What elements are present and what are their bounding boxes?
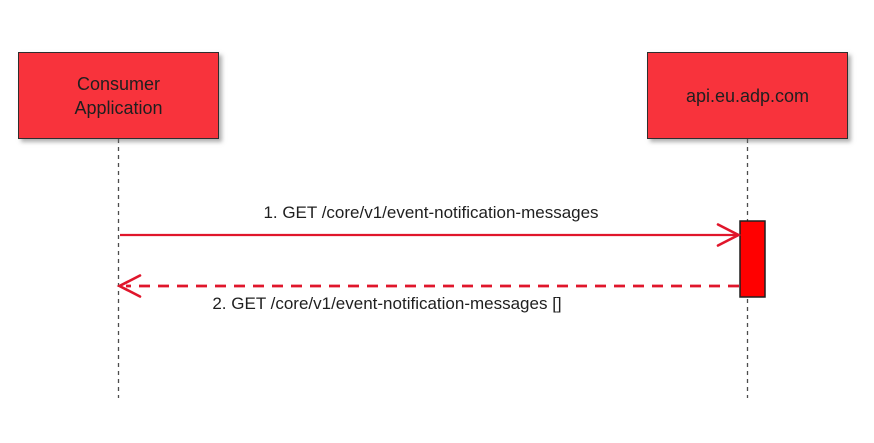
participant-consumer-application: Consumer Application <box>18 52 219 139</box>
message-1-label: 1. GET /core/v1/event-notification-messa… <box>263 203 599 222</box>
message-1-arrowhead-icon <box>716 223 742 247</box>
participant-label-line: Application <box>74 97 163 118</box>
message-2-arrowhead-icon <box>116 274 142 298</box>
participant-label-line: api.eu.adp.com <box>685 85 810 106</box>
participant-label-line: Consumer <box>76 73 161 94</box>
activation-bar <box>739 220 766 298</box>
message-2-label: 2. GET /core/v1/event-notification-messa… <box>212 294 562 313</box>
participant-api-eu-adp-com: api.eu.adp.com <box>647 52 848 139</box>
